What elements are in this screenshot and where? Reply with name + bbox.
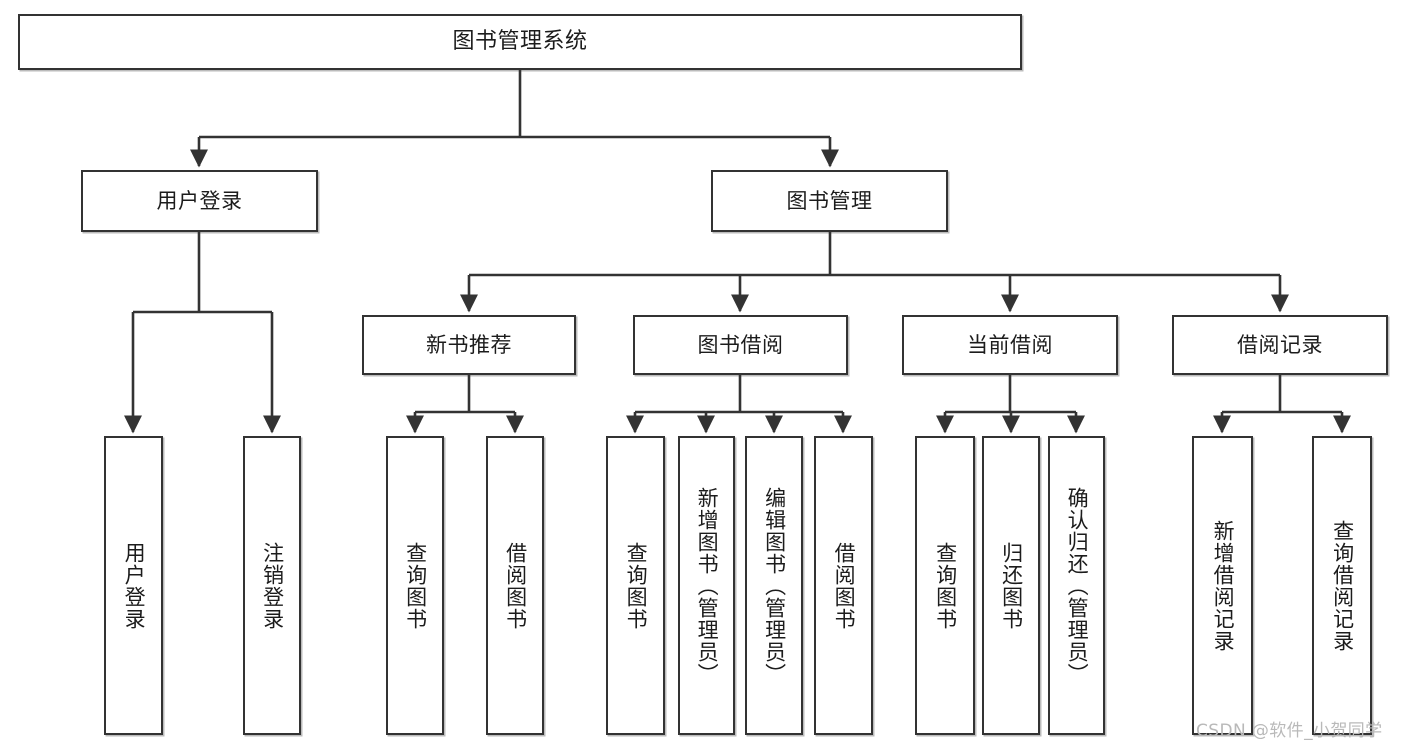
leaf-borrow-book-nbr-label: 借阅图书 xyxy=(503,541,528,630)
node-book-management-label: 图书管理 xyxy=(786,188,873,213)
node-book-management[interactable]: 图书管理 xyxy=(711,170,948,232)
leaf-logout-label: 注销登录 xyxy=(260,541,285,630)
leaf-edit-book-admin[interactable]: 编辑图书（管理员） xyxy=(745,436,803,735)
leaf-query-book-nbr-label: 查询图书 xyxy=(403,541,428,630)
node-current-borrow[interactable]: 当前借阅 xyxy=(902,315,1118,375)
node-new-book-recommend[interactable]: 新书推荐 xyxy=(362,315,576,375)
leaf-borrow-book-nbr[interactable]: 借阅图书 xyxy=(486,436,544,735)
leaf-user-login-label: 用户登录 xyxy=(122,541,147,630)
leaf-add-borrow-record-label: 新增借阅记录 xyxy=(1211,519,1236,652)
leaf-query-book-bb[interactable]: 查询图书 xyxy=(606,436,665,735)
leaf-query-borrow-record[interactable]: 查询借阅记录 xyxy=(1312,436,1372,735)
node-borrow-record[interactable]: 借阅记录 xyxy=(1172,315,1388,375)
leaf-query-book-cb[interactable]: 查询图书 xyxy=(915,436,975,735)
node-new-book-recommend-label: 新书推荐 xyxy=(426,332,512,357)
leaf-add-borrow-record[interactable]: 新增借阅记录 xyxy=(1192,436,1253,735)
node-current-borrow-label: 当前借阅 xyxy=(967,332,1053,357)
leaf-edit-book-admin-label: 编辑图书（管理员） xyxy=(762,486,787,685)
leaf-confirm-return-admin[interactable]: 确认归还（管理员） xyxy=(1048,436,1105,735)
node-book-borrow-label: 图书借阅 xyxy=(697,332,784,357)
leaf-borrow-book-bb[interactable]: 借阅图书 xyxy=(814,436,873,735)
leaf-return-book-label: 归还图书 xyxy=(999,541,1024,630)
leaf-query-borrow-record-label: 查询借阅记录 xyxy=(1330,519,1355,652)
leaf-return-book[interactable]: 归还图书 xyxy=(982,436,1040,735)
node-borrow-record-label: 借阅记录 xyxy=(1237,332,1323,357)
leaf-borrow-book-bb-label: 借阅图书 xyxy=(832,541,857,630)
leaf-add-book-admin[interactable]: 新增图书（管理员） xyxy=(678,436,735,735)
leaf-user-login[interactable]: 用户登录 xyxy=(104,436,163,735)
leaf-query-book-cb-label: 查询图书 xyxy=(933,541,958,630)
node-root-label: 图书管理系统 xyxy=(452,29,588,55)
leaf-query-book-nbr[interactable]: 查询图书 xyxy=(386,436,444,735)
node-user-login-label: 用户登录 xyxy=(156,188,243,213)
node-user-login[interactable]: 用户登录 xyxy=(81,170,318,232)
leaf-query-book-bb-label: 查询图书 xyxy=(624,541,649,630)
leaf-add-book-admin-label: 新增图书（管理员） xyxy=(695,486,720,685)
node-book-borrow[interactable]: 图书借阅 xyxy=(633,315,848,375)
csdn-watermark: CSDN @软件_小贺同学 xyxy=(1196,721,1383,741)
leaf-confirm-return-admin-label: 确认归还（管理员） xyxy=(1065,486,1090,685)
leaf-logout[interactable]: 注销登录 xyxy=(243,436,301,735)
node-root[interactable]: 图书管理系统 xyxy=(18,14,1022,70)
